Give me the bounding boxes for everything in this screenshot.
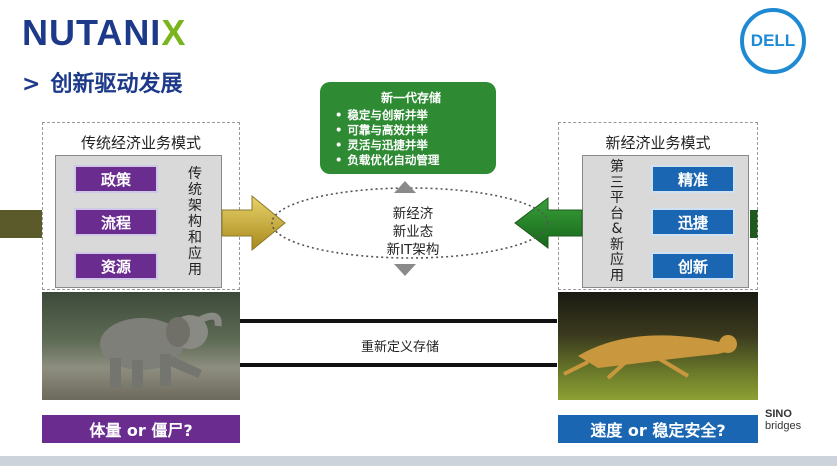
right-panel-title: 新经济业务模式 [605, 134, 711, 152]
footer-bar [0, 456, 837, 466]
bullet-item: 可靠与高效并举 [346, 123, 488, 138]
bullet-item: 灵活与迅捷并举 [346, 138, 488, 153]
left-item-process[interactable]: 流程 [74, 208, 158, 236]
left-banner: 体量 or 僵尸? [42, 415, 240, 443]
left-item-resource[interactable]: 资源 [74, 252, 158, 280]
right-edge-bar [750, 210, 758, 238]
bullet-item: 稳定与创新并举 [346, 108, 488, 123]
sinobridges-logo-line2: bridges [765, 420, 802, 432]
elephant-photo [42, 292, 240, 400]
sinobridges-logo-line1: SINO [765, 408, 792, 420]
left-arrow-shape [221, 194, 286, 252]
left-panel: 传统经济业务模式 [42, 122, 240, 290]
right-item-innovate[interactable]: 创新 [651, 252, 735, 280]
next-gen-storage-box: 新一代存储 稳定与创新并举 可靠与高效并举 灵活与迅捷并举 负载优化自动管理 [320, 82, 496, 174]
left-panel-title: 传统经济业务模式 [80, 134, 201, 152]
right-vertical-label: 第三平台&新应用 [610, 159, 624, 284]
up-triangle-shape [394, 181, 416, 193]
left-item-policy[interactable]: 政策 [74, 165, 158, 193]
cheetah-photo [558, 292, 758, 400]
right-item-swift[interactable]: 迅捷 [651, 208, 735, 236]
right-item-precise[interactable]: 精准 [651, 165, 735, 193]
slide-heading: >创新驱动发展 [22, 72, 183, 97]
ellipse-text: 新经济 新业态 新IT架构 [386, 206, 440, 258]
right-panel: 新经济业务模式 [558, 122, 758, 290]
left-edge-bar [0, 210, 42, 238]
left-vertical-label: 传统架构和应用 [188, 166, 202, 278]
next-gen-storage-title: 新一代存储 [380, 91, 441, 105]
redefine-storage-label: 重新定义存储 [360, 340, 439, 355]
bullet-item: 负载优化自动管理 [346, 153, 488, 168]
right-banner: 速度 or 稳定安全? [558, 415, 758, 443]
dell-logo: DELL [740, 8, 806, 74]
chevron-right-icon: > [22, 72, 41, 97]
sinobridges-logo: SINO bridges [765, 408, 825, 432]
nutanix-logo: NUTANIX [22, 12, 187, 53]
down-triangle-shape [394, 264, 416, 276]
center-ellipse-shape [271, 187, 549, 259]
